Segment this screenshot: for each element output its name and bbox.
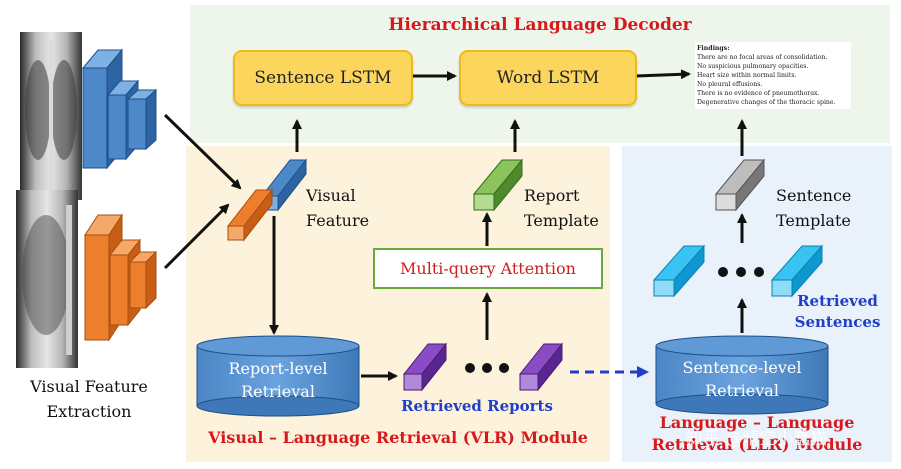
sentence-template-vector bbox=[714, 158, 766, 212]
multi-query-attention-box: Multi-query Attention bbox=[373, 248, 603, 289]
xray-image-frontal bbox=[20, 32, 82, 200]
report-level-retrieval-label: Report-level Retrieval bbox=[197, 357, 359, 403]
retrieved-sentences-line1: Retrieved bbox=[797, 292, 878, 310]
report-template-label-line2: Template bbox=[524, 211, 599, 230]
llr-title-line2: Retrieval (LLR) Module bbox=[651, 435, 863, 454]
sentence-template-label-line2: Template bbox=[776, 211, 851, 230]
retrieved-reports-label: Retrieved Reports bbox=[401, 397, 553, 415]
extraction-label-line2: Extraction bbox=[46, 402, 132, 421]
sentence-level-retrieval-cylinder bbox=[655, 335, 829, 415]
retrieved-sentences-label: Retrieved Sentences bbox=[790, 291, 885, 333]
report-line: Heart size within normal limits. bbox=[697, 72, 797, 79]
extraction-label-line1: Visual Feature bbox=[30, 377, 148, 396]
llr-module-title: Language – Language Retrieval (LLR) Modu… bbox=[624, 412, 890, 456]
ellipsis-dots-sentences bbox=[718, 267, 764, 277]
visual-feature-extraction-label: Visual Feature Extraction bbox=[20, 374, 158, 424]
retrieved-report-vector-1 bbox=[402, 342, 448, 392]
word-lstm-box: Word LSTM bbox=[459, 50, 637, 106]
visual-feature-label-line1: Visual bbox=[306, 186, 356, 205]
report-heading: Findings: bbox=[697, 45, 730, 52]
sentence-retrieval-label-line1: Sentence-level bbox=[682, 358, 802, 377]
retrieved-sentence-vector-1 bbox=[652, 244, 706, 298]
sentence-lstm-box: Sentence LSTM bbox=[233, 50, 413, 106]
flow-arrows bbox=[163, 69, 747, 381]
report-template-label-line1: Report bbox=[524, 186, 580, 205]
sentence-template-label: Sentence Template bbox=[776, 183, 866, 233]
report-line: There are no focal areas of consolidatio… bbox=[697, 54, 828, 61]
report-template-vector bbox=[472, 158, 524, 212]
sentence-retrieval-label-line2: Retrieval bbox=[705, 381, 779, 400]
report-line: No pleural effusions. bbox=[697, 81, 763, 88]
xray-image-lateral bbox=[16, 190, 78, 368]
vlr-module-title: Visual – Language Retrieval (VLR) Module bbox=[208, 428, 588, 447]
report-level-retrieval-cylinder bbox=[196, 335, 360, 417]
ellipsis-dots-reports bbox=[465, 363, 509, 373]
report-retrieval-label-line1: Report-level bbox=[228, 359, 328, 378]
report-line: There is no evidence of pneumothorax. bbox=[697, 90, 820, 97]
report-retrieval-label-line2: Retrieval bbox=[241, 382, 315, 401]
retrieved-sentences-line2: Sentences bbox=[794, 313, 881, 331]
report-template-label: Report Template bbox=[524, 183, 604, 233]
sentence-template-label-line1: Sentence bbox=[776, 186, 852, 205]
decoder-title: Hierarchical Language Decoder bbox=[388, 15, 692, 35]
visual-feature-label-line2: Feature bbox=[306, 211, 370, 230]
visual-feature-label: Visual Feature bbox=[306, 183, 376, 233]
cnn-orange-blocks bbox=[84, 213, 158, 342]
llr-title-line1: Language – Language bbox=[659, 413, 855, 432]
watermark: 知乎 @晴空小蠢猫 bbox=[686, 429, 828, 449]
retrieved-report-vector-2 bbox=[518, 342, 564, 392]
report-line: Degenerative changes of the thoracic spi… bbox=[697, 99, 836, 106]
retrieved-sentence-vector-2 bbox=[770, 244, 824, 298]
visual-feature-vector-orange bbox=[226, 188, 274, 242]
sentence-level-retrieval-label: Sentence-level Retrieval bbox=[656, 356, 828, 402]
cnn-blue-blocks bbox=[81, 48, 158, 170]
report-line: No suspicious pulmonary opacities. bbox=[697, 63, 809, 70]
generated-report: Findings: There are no focal areas of co… bbox=[695, 42, 851, 109]
